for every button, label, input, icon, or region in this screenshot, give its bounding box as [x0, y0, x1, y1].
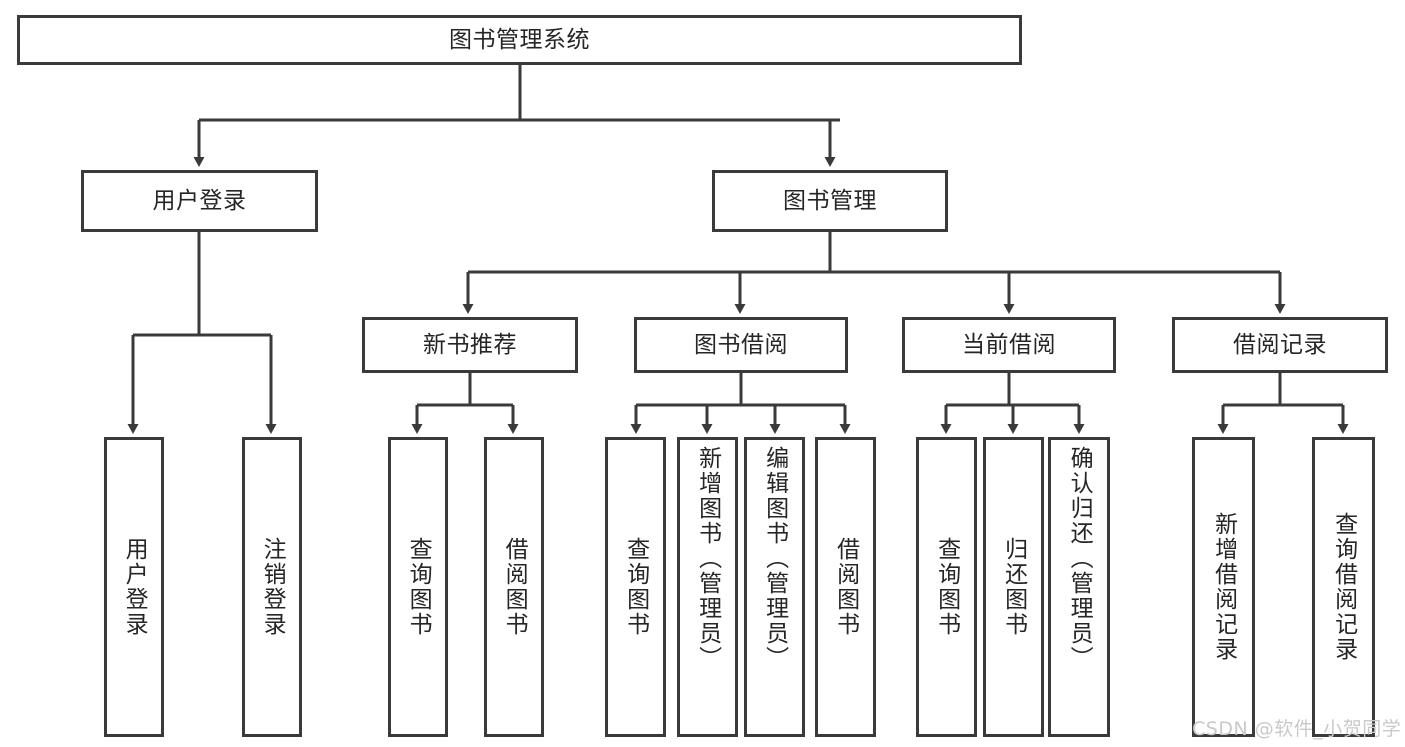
node-root[interactable]: 图书管理系统 [17, 15, 1022, 65]
node-label: 图书管理系统 [449, 26, 590, 53]
node-book-borrow[interactable]: 图书借阅 [634, 317, 848, 373]
leaf-logout[interactable]: 注销登录 [242, 437, 302, 737]
leaf-borrow-book-borrow[interactable]: 借阅图书 [815, 437, 876, 737]
node-label: 查询图书 [933, 537, 960, 637]
node-label: 借阅图书 [832, 537, 859, 637]
node-label: 新增图书（管理员） [694, 446, 721, 671]
node-book-management[interactable]: 图书管理 [712, 170, 948, 232]
node-new-book-recommend[interactable]: 新书推荐 [362, 317, 578, 373]
node-label: 注销登录 [259, 537, 286, 637]
node-label: 当前借阅 [962, 331, 1056, 358]
node-label: 查询图书 [622, 537, 649, 637]
node-label: 查询图书 [405, 537, 432, 637]
node-label: 新书推荐 [423, 331, 517, 358]
leaf-borrow-book-recommend[interactable]: 借阅图书 [484, 437, 544, 737]
node-label: 确认归还（管理员） [1066, 446, 1093, 671]
node-label: 归还图书 [1000, 537, 1027, 637]
node-label: 借阅记录 [1233, 331, 1327, 358]
leaf-return-book[interactable]: 归还图书 [983, 437, 1044, 737]
leaf-add-book-admin[interactable]: 新增图书（管理员） [677, 437, 738, 737]
leaf-query-borrow-record[interactable]: 查询借阅记录 [1312, 437, 1375, 737]
node-label: 图书借阅 [694, 331, 788, 358]
node-label: 编辑图书（管理员） [761, 446, 788, 671]
node-label: 图书管理 [783, 187, 877, 214]
leaf-query-book-recommend[interactable]: 查询图书 [388, 437, 448, 737]
node-current-borrow[interactable]: 当前借阅 [902, 317, 1116, 373]
watermark: CSDN @软件_小贺同学 [1192, 718, 1402, 740]
leaf-edit-book-admin[interactable]: 编辑图书（管理员） [744, 437, 805, 737]
leaf-add-borrow-record[interactable]: 新增借阅记录 [1192, 437, 1255, 737]
node-label: 用户登录 [152, 187, 247, 214]
node-label: 借阅图书 [501, 537, 528, 637]
node-borrow-record[interactable]: 借阅记录 [1172, 317, 1388, 373]
leaf-query-book-current[interactable]: 查询图书 [916, 437, 977, 737]
node-user-login[interactable]: 用户登录 [81, 170, 318, 232]
node-label: 新增借阅记录 [1210, 512, 1237, 662]
node-label: 用户登录 [121, 537, 148, 637]
leaf-confirm-return-admin[interactable]: 确认归还（管理员） [1048, 437, 1110, 737]
leaf-query-book-borrow[interactable]: 查询图书 [605, 437, 666, 737]
node-label: 查询借阅记录 [1330, 512, 1357, 662]
leaf-user-login[interactable]: 用户登录 [104, 437, 164, 737]
